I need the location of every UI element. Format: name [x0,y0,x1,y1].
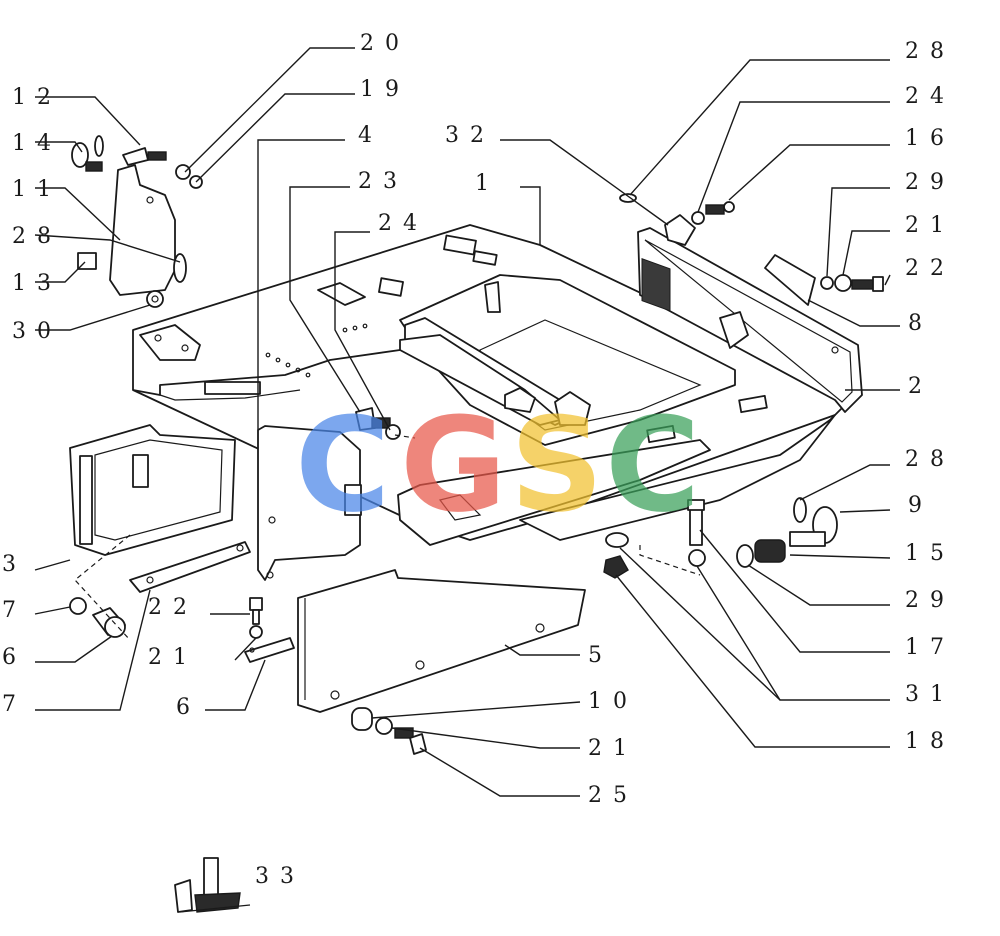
cover-plate-part [764,254,816,306]
storage-tray-part [69,424,236,556]
callout-label: 6 [176,695,201,720]
callout-label: 29 [905,170,955,195]
callout-label: 24 [905,84,955,109]
callout-labels: 20 19 12 14 11 28 13 30 4 23 24 32 1 28 … [2,31,955,889]
callout-label: 22 [148,595,198,620]
callout-label: 22 [905,256,955,281]
callout-label: 20 [360,31,410,56]
callout-label: 21 [148,645,198,670]
side-plate-part [297,569,586,713]
callout-label: 5 [588,643,613,668]
support-bar-part [129,541,251,593]
leader-lines [34,47,900,797]
callout-label: 16 [905,126,955,151]
callout-label: 21 [588,736,638,761]
support-plate-part [397,439,711,546]
mounting-kit-part [174,857,251,913]
bolt-hardware [69,597,126,638]
callout-label: 1 [475,171,500,196]
callout-label: 7 [2,692,27,717]
bolt-hardware [820,274,884,292]
callout-label: 29 [905,588,955,613]
callout-label: 6 [2,645,27,670]
callout-label: 28 [12,224,62,249]
callout-label: 12 [12,85,62,110]
watermark-letter: C [605,389,700,541]
callout-label: 17 [905,635,955,660]
vertical-bracket-part [257,425,362,581]
callout-label: 33 [255,864,305,889]
callout-label: 11 [12,177,62,202]
callout-label: 7 [2,598,27,623]
bolt-hardware [249,597,263,639]
callout-label: 3 [2,552,27,577]
callout-label: 28 [905,39,955,64]
callout-label: 4 [358,123,383,148]
callout-label: 23 [358,169,408,194]
callout-label: 14 [12,131,62,156]
callout-label: 24 [378,211,428,236]
rear-panel-part [637,227,863,413]
callout-label: 15 [905,541,955,566]
watermark-letter: S [510,389,604,541]
callout-label: 25 [588,783,638,808]
latch-bracket-part [109,164,176,308]
callout-label: 31 [905,682,955,707]
bolt-hardware [603,497,838,579]
callout-label: 21 [905,213,955,238]
callout-label: 32 [445,123,495,148]
watermark-letter: C [295,389,390,541]
cgsc-watermark: C G S C [295,389,700,541]
callout-label: 9 [908,493,933,518]
callout-label: 18 [905,729,955,754]
callout-label: 2 [908,374,933,399]
callout-label: 19 [360,77,410,102]
callout-label: 13 [12,271,62,296]
callout-label: 8 [908,311,933,336]
link-part [244,637,295,663]
bolt-hardware [619,193,735,246]
callout-label: 10 [588,689,638,714]
callout-label: 28 [905,447,955,472]
callout-label: 30 [12,319,62,344]
watermark-letter: G [400,389,507,541]
